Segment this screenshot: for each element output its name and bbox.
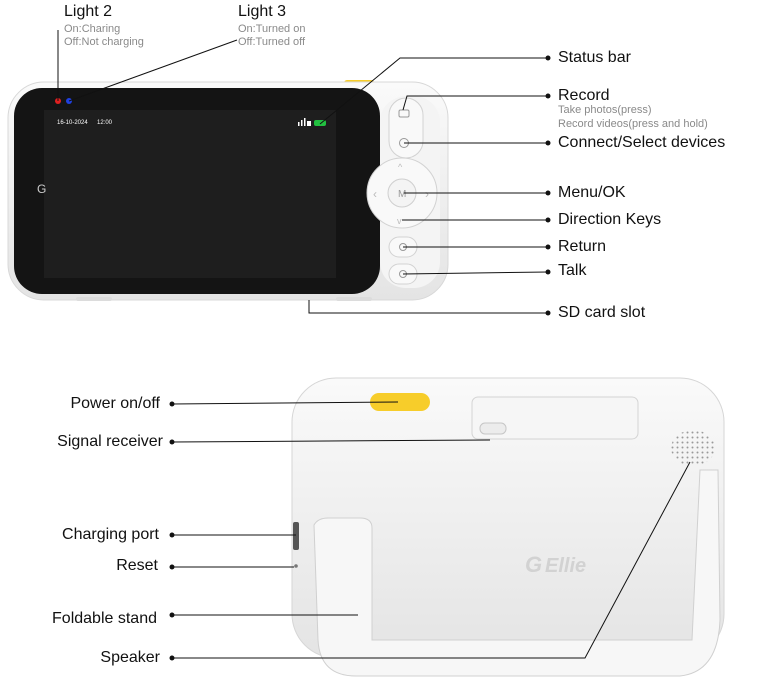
light3-off: Off:Turned off: [238, 36, 306, 48]
back-leader-lines: [171, 401, 691, 659]
charging-port-label: Charging port: [62, 526, 159, 543]
light2-off: Off:Not charging: [64, 36, 144, 48]
signal-receiver-clip: [471, 396, 639, 440]
power-label: Power on/off: [70, 395, 160, 412]
camera-logo-icon: G: [37, 182, 46, 196]
front-view: G M ‹ › ^ v: [7, 80, 449, 301]
svg-text:^: ^: [398, 162, 403, 172]
record-label: Record: [558, 87, 610, 104]
speaker-label: Speaker: [100, 649, 160, 666]
front-leader-lines: [57, 30, 549, 314]
foldable-stand-label: Foldable stand: [52, 610, 157, 627]
screen-date: 16-10-2024: [57, 120, 88, 126]
svg-text:v: v: [397, 216, 402, 226]
record-note-videos: Record videos(press and hold): [558, 118, 708, 130]
screen: [44, 110, 336, 278]
svg-text:‹: ‹: [373, 187, 377, 201]
speaker-grille: [671, 430, 715, 466]
charging-port: [293, 522, 299, 550]
brand-logo-icon: G: [525, 552, 542, 577]
light3-title: Light 3: [238, 3, 287, 20]
camera-icon: [398, 109, 410, 118]
back-view: G: [291, 377, 725, 677]
reset-label: Reset: [116, 557, 158, 574]
back-leader-dots: [169, 401, 175, 661]
sd-card-label: SD card slot: [558, 304, 646, 321]
svg-text:M: M: [398, 189, 406, 200]
talk-label: Talk: [558, 262, 587, 279]
light3-on: On:Turned on: [238, 23, 306, 35]
signal-receiver: [479, 422, 507, 435]
record-button-group[interactable]: [388, 97, 424, 159]
record-note-photos: Take photos(press): [558, 104, 652, 116]
status-bar-label: Status bar: [558, 49, 631, 66]
screen-time: 12:00: [97, 120, 113, 126]
return-label: Return: [558, 238, 607, 255]
stand-leg: [313, 469, 721, 677]
connect-label: Connect/Select devices: [558, 134, 726, 151]
light2-on: On:Charing: [64, 23, 121, 35]
light2-title: Light 2: [64, 3, 113, 20]
power-button[interactable]: [370, 393, 430, 411]
reset-hole: [294, 564, 298, 568]
brand-name: Ellie: [545, 555, 586, 577]
svg-text:›: ›: [425, 187, 429, 201]
signal-receiver-label: Signal receiver: [57, 433, 163, 450]
front-leader-dots: [545, 55, 551, 316]
menu-ok-label: Menu/OK: [558, 184, 626, 201]
direction-keys-label: Direction Keys: [558, 211, 662, 228]
